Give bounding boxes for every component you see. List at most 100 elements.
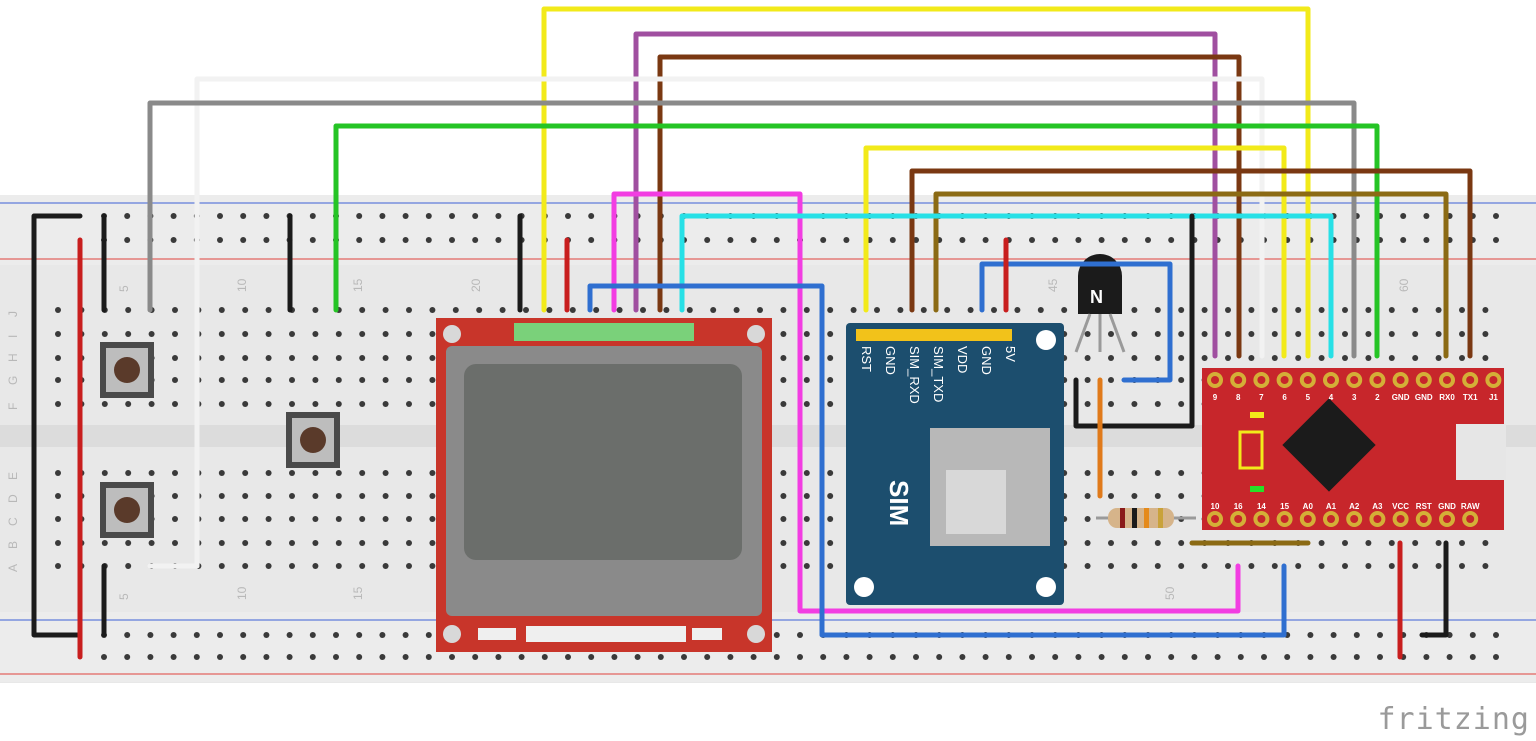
breadboard-hole — [1178, 401, 1185, 407]
wire-magenta — [611, 191, 1241, 614]
breadboard-hole — [1052, 654, 1059, 660]
breadboard-hole — [289, 470, 295, 476]
breadboard-hole — [588, 237, 595, 243]
breadboard-hole — [265, 401, 272, 407]
breadboard-hole — [681, 654, 687, 660]
breadboard-hole — [1365, 540, 1372, 546]
breadboard-hole — [727, 237, 734, 243]
breadboard-hole — [827, 516, 834, 522]
breadboard-hole — [242, 493, 249, 499]
breadboard-hole — [406, 540, 412, 546]
breadboard-hole — [242, 563, 249, 569]
breadboard-hole — [335, 377, 342, 383]
breadboard-hole — [1108, 493, 1114, 499]
breadboard-hole — [1108, 401, 1114, 407]
breadboard-hole — [1493, 213, 1499, 219]
breadboard-hole — [1412, 307, 1419, 313]
breadboard-hole — [569, 307, 576, 313]
breadboard-hole — [124, 654, 131, 660]
push-button-3[interactable] — [286, 412, 340, 468]
breadboard-hole — [472, 213, 479, 219]
breadboard-hole — [359, 401, 366, 407]
breadboard-hole — [309, 237, 316, 243]
breadboard-hole — [335, 355, 342, 361]
breadboard-hole — [1201, 355, 1208, 361]
breadboard-hole — [1261, 654, 1267, 660]
breadboard-hole — [1029, 654, 1035, 660]
arduino-bottom-pin-label: 14 — [1257, 502, 1266, 511]
breadboard-hole — [750, 237, 757, 243]
breadboard-hole — [429, 355, 436, 361]
breadboard-hole — [286, 632, 293, 638]
breadboard-hole — [429, 377, 436, 383]
breadboard-hole — [827, 377, 834, 383]
breadboard-hole — [289, 401, 295, 407]
breadboard-hole — [55, 355, 61, 361]
breadboard-hole — [379, 654, 386, 660]
breadboard-hole — [1271, 307, 1278, 313]
breadboard-hole — [1295, 331, 1302, 337]
arduino-top-pin-hole — [1489, 376, 1498, 384]
push-button-2[interactable] — [100, 482, 154, 538]
breadboard-hole — [312, 307, 319, 313]
breadboard-hole — [1353, 632, 1360, 638]
breadboard-hole — [780, 540, 787, 546]
breadboard-hole — [335, 470, 342, 476]
breadboard-hole — [170, 632, 177, 638]
breadboard-hole — [1225, 355, 1231, 361]
breadboard-hole — [1084, 540, 1091, 546]
breadboard-hole — [1400, 237, 1407, 243]
breadboard-hole — [518, 654, 525, 660]
breadboard-hole — [1482, 540, 1489, 546]
breadboard-hole — [773, 632, 780, 638]
breadboard-hole — [1131, 470, 1138, 476]
breadboard-hole — [1168, 654, 1175, 660]
breadboard-hole — [541, 654, 548, 660]
breadboard-hole — [263, 237, 270, 243]
breadboard-hole — [101, 331, 108, 337]
breadboard-hole — [429, 470, 436, 476]
wire-black-left-rail — [31, 213, 83, 638]
row-label-A: A — [6, 564, 20, 572]
wire-yellow-sim — [863, 145, 1287, 359]
resistor — [1096, 508, 1196, 528]
breadboard-hole — [1154, 563, 1161, 569]
breadboard-hole — [356, 654, 363, 660]
breadboard-hole — [1388, 307, 1395, 313]
breadboard-hole — [1052, 237, 1059, 243]
arduino-bottom-pin-label: A2 — [1349, 502, 1360, 511]
breadboard-hole — [1365, 307, 1372, 313]
arduino-top-pin-label: 3 — [1352, 393, 1357, 402]
breadboard-hole — [1284, 654, 1291, 660]
breadboard-hole — [449, 237, 455, 243]
breadboard-hole — [406, 470, 412, 476]
breadboard-hole — [588, 213, 595, 219]
breadboard-hole — [1342, 540, 1348, 546]
breadboard-hole — [1365, 331, 1372, 337]
arduino-bottom-pin-hole — [1327, 515, 1335, 523]
arduino-bottom-pin-label: VCC — [1392, 502, 1409, 511]
breadboard-hole — [1154, 540, 1161, 546]
breadboard-hole — [1388, 540, 1395, 546]
breadboard-hole — [1423, 237, 1430, 243]
breadboard-hole — [757, 307, 763, 313]
breadboard-hole — [289, 516, 295, 522]
breadboard-hole — [402, 213, 409, 219]
arduino-top-pin-hole — [1466, 376, 1475, 384]
breadboard-hole — [495, 213, 502, 219]
breadboard-hole — [356, 237, 363, 243]
breadboard-hole — [406, 516, 412, 522]
wire-brown-sim — [909, 168, 1473, 359]
breadboard-hole — [780, 377, 787, 383]
push-button-1[interactable] — [100, 342, 154, 398]
col-label-10-bottom: 10 — [235, 586, 249, 600]
breadboard-hole — [565, 213, 571, 219]
breadboard-hole — [242, 516, 249, 522]
breadboard-hole — [172, 355, 178, 361]
breadboard-hole — [148, 540, 155, 546]
breadboard-hole — [1271, 331, 1278, 337]
breadboard-hole — [406, 401, 412, 407]
npn-transistor: N — [1074, 254, 1126, 353]
breadboard-hole — [827, 493, 834, 499]
